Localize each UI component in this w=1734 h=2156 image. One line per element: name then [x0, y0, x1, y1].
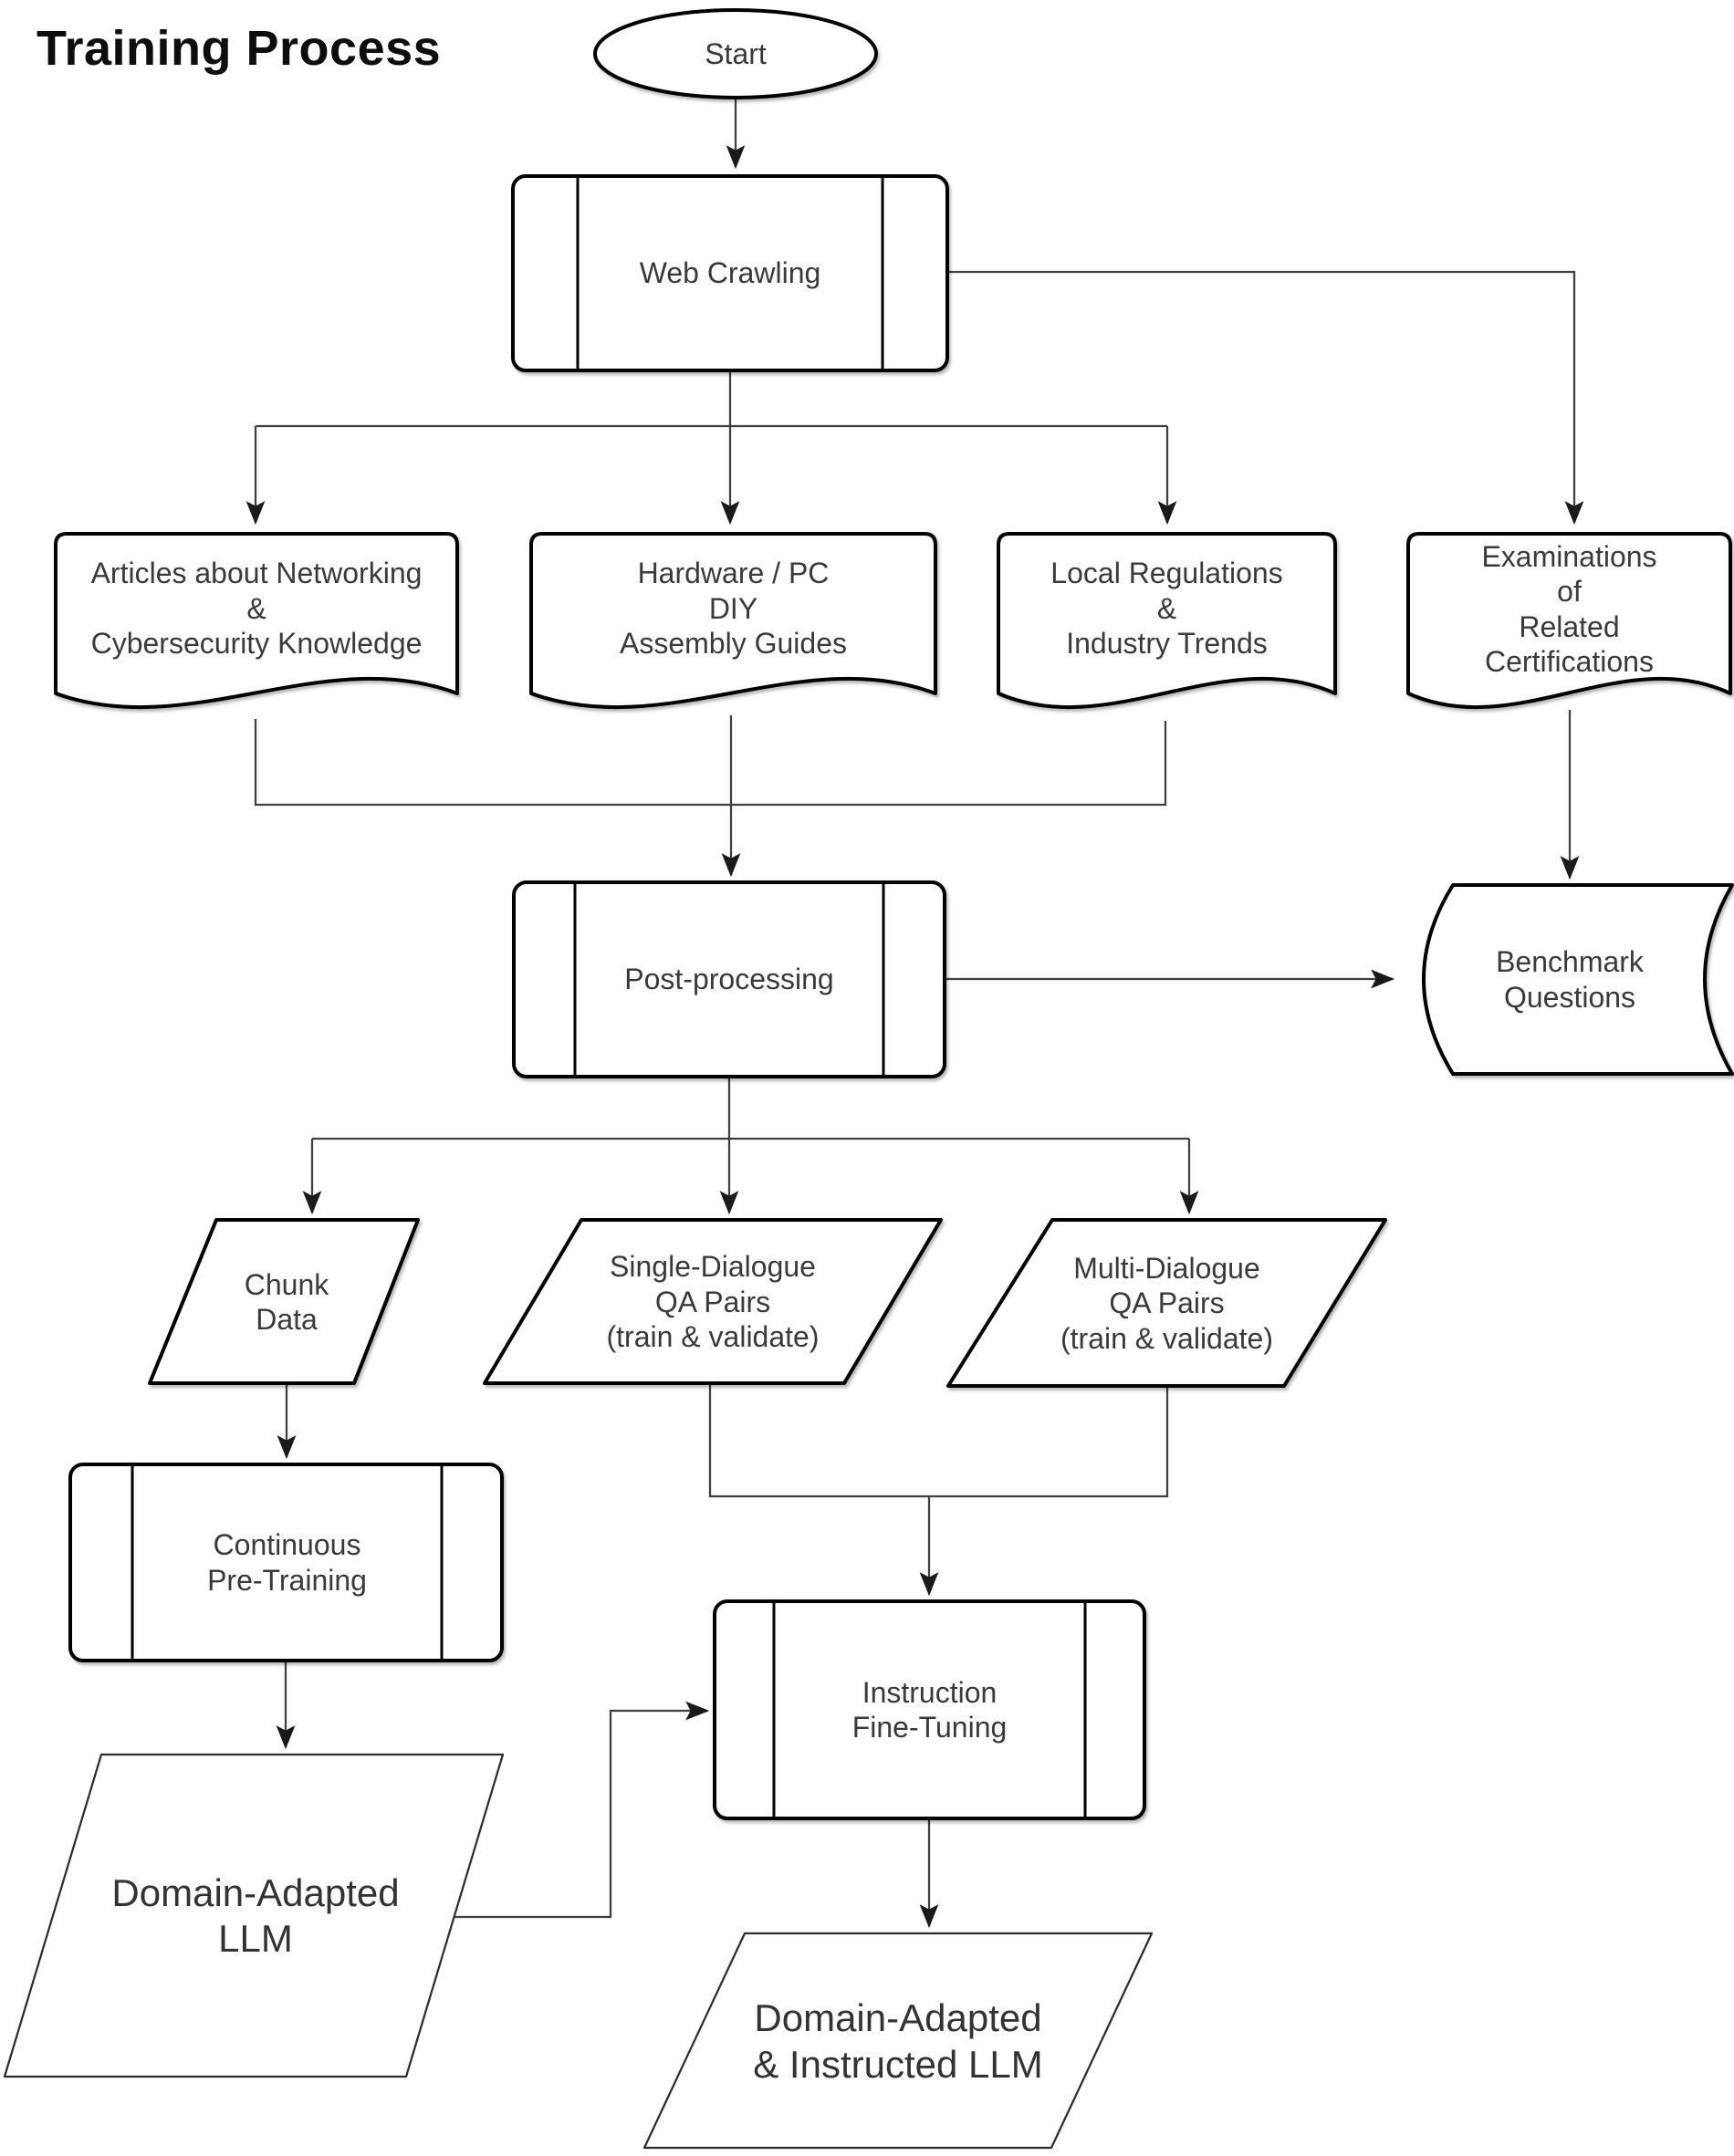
- domain-adapted-llm-shape: [3, 1753, 505, 2078]
- post-processing-shape: [512, 880, 946, 1078]
- chunk-data-shape: [148, 1218, 420, 1385]
- post-processing-box: [512, 880, 946, 1078]
- benchmark-questions-shape: [1422, 883, 1734, 1076]
- connectors: [245, 98, 1584, 1929]
- web-crawling-box: [511, 174, 949, 372]
- web-crawling-shape: [511, 174, 949, 372]
- page-title: Training Process: [37, 21, 442, 76]
- hardware-document-shape: [529, 532, 937, 710]
- continuous-pretraining-box: [68, 1463, 504, 1662]
- shapes: [3, 8, 1734, 2150]
- start-terminator-shape: [593, 8, 878, 99]
- instruction-finetuning-box: [713, 1599, 1146, 1820]
- instruction-finetuning-shape: [713, 1599, 1146, 1820]
- regulations-document-shape: [997, 532, 1337, 710]
- continuous-pretraining-shape: [68, 1463, 504, 1662]
- articles-document-shape: [54, 532, 459, 710]
- examinations-document-shape: [1406, 532, 1732, 710]
- connector-domain-llm-to-instruction-finetuning: [454, 1701, 710, 1919]
- domain-adapted-instructed-llm-shape: [642, 1932, 1154, 2150]
- multi-dialogue-shape: [946, 1218, 1387, 1388]
- single-dialogue-shape: [483, 1218, 943, 1385]
- connector-crawl-to-examinations-doc: [947, 270, 1584, 526]
